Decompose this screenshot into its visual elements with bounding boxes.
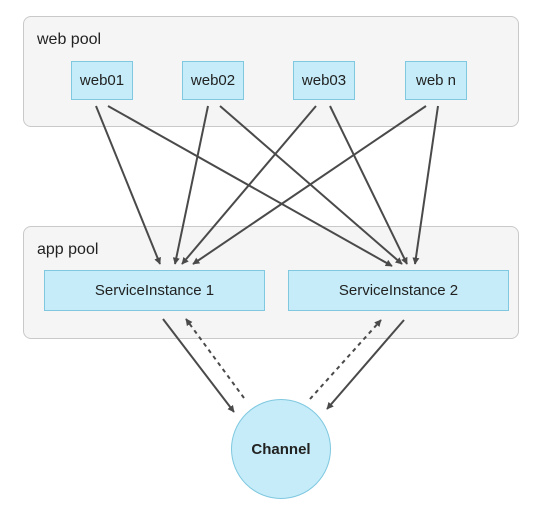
web01-node: web01 [71,61,133,100]
channel-node: Channel [231,399,331,499]
app-pool-label: app pool [37,241,99,258]
webn-node: web n [405,61,467,100]
web03-node: web03 [293,61,355,100]
service-instance-2-node: ServiceInstance 2 [288,270,509,311]
web02-node: web02 [182,61,244,100]
web-pool-label: web pool [37,31,102,48]
service-instance-1-node: ServiceInstance 1 [44,270,265,311]
